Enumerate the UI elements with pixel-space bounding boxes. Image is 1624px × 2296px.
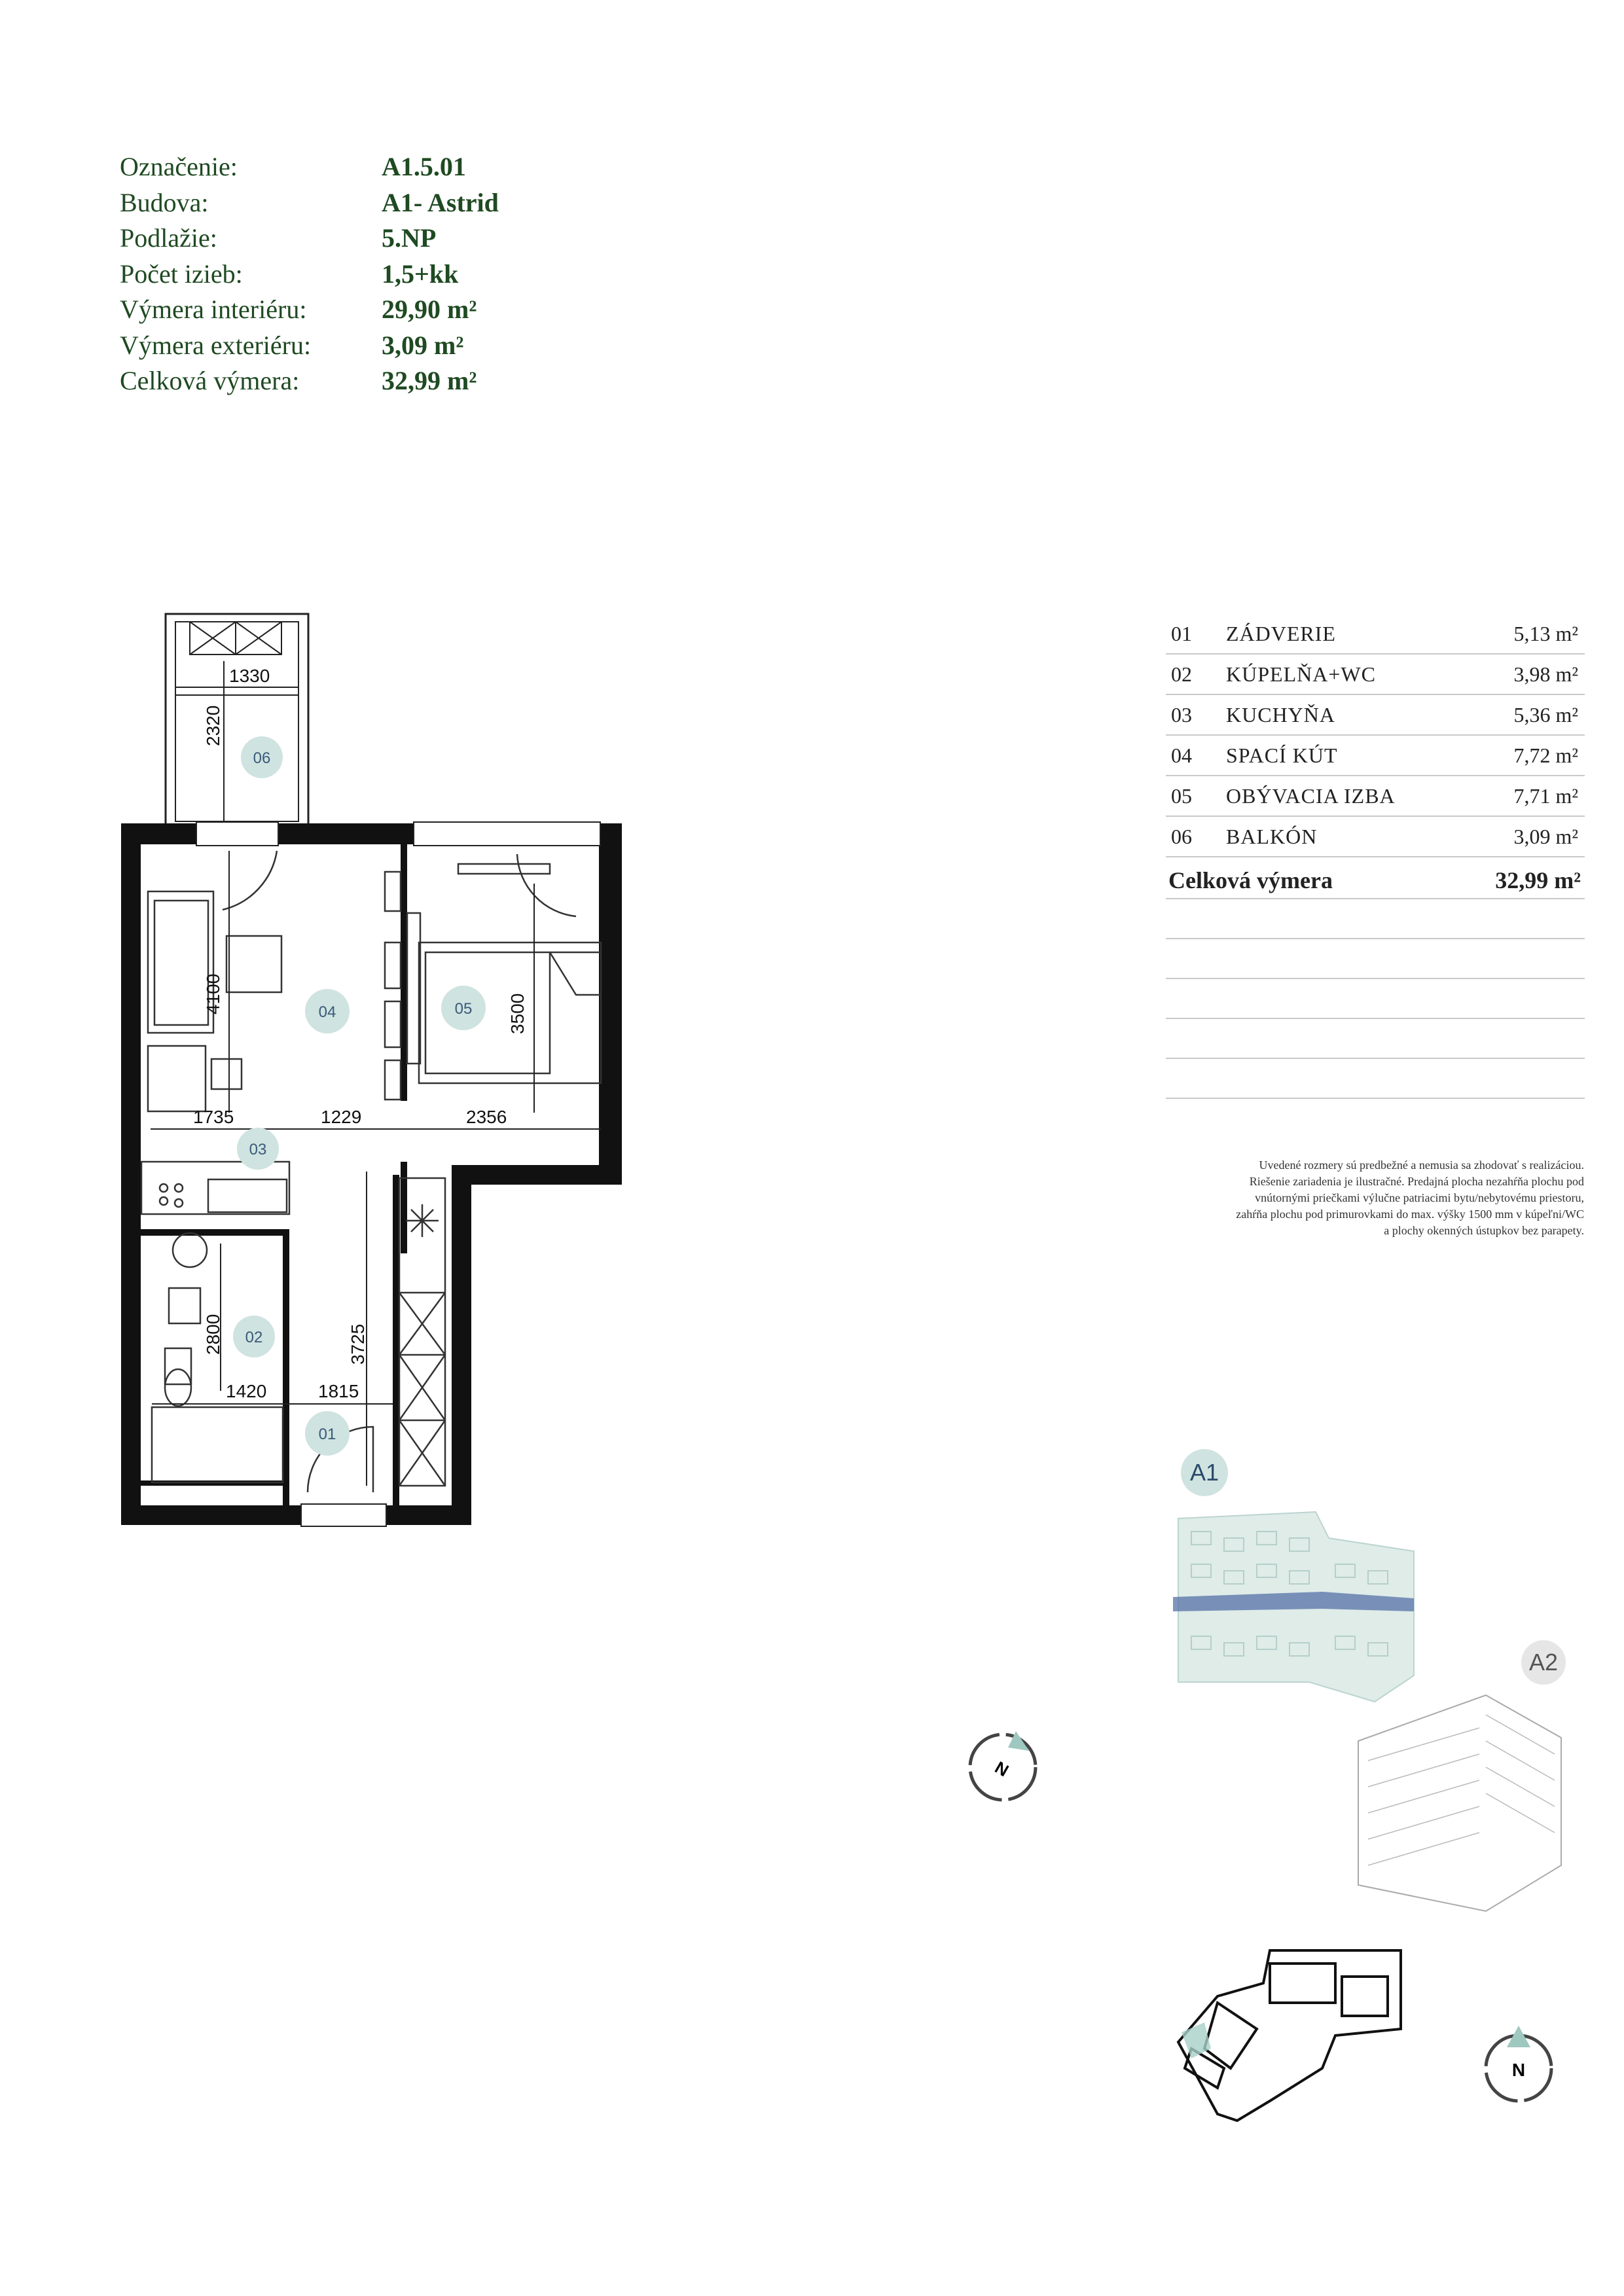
room-marker: 02 (245, 1329, 263, 1346)
room-name: BALKÓN (1226, 825, 1318, 848)
info-value: 3,09 m² (382, 330, 464, 360)
dimension-lines (151, 661, 601, 1486)
dimension-label: 1815 (318, 1381, 359, 1401)
room-number: 06 (1171, 825, 1192, 848)
room-row: 02 KÚPELŇA+WC 3,98 m² (1166, 655, 1585, 695)
disclaimer-line: Riešenie zariadenia je ilustračné. Preda… (1249, 1175, 1584, 1188)
compass-north-label: N (1512, 2060, 1525, 2080)
dimension-label: 1330 (229, 666, 270, 686)
building-a2 (1358, 1694, 1562, 1912)
disclaimer-line: vnútornými priečkami výlučne patriacimi … (1255, 1191, 1584, 1204)
compass-rotated: N (968, 1731, 1038, 1802)
building-a2-label: A2 (1529, 1649, 1558, 1676)
info-label: Celková výmera: (120, 366, 300, 395)
dimension-label: 3500 (507, 994, 528, 1034)
total-row: Celková výmera 32,99 m² (1166, 857, 1585, 899)
balcony (164, 613, 310, 826)
room-area: 7,71 m² (1513, 784, 1578, 808)
room-name: ZÁDVERIE (1226, 622, 1336, 645)
room-number: 02 (1171, 662, 1192, 686)
room-markers: 06 04 05 03 02 01 (233, 736, 486, 1456)
room-name: KUCHYŇA (1226, 703, 1335, 726)
room-area: 5,13 m² (1513, 622, 1578, 645)
blank-row (1166, 1059, 1585, 1099)
room-row: 04 SPACÍ KÚT 7,72 m² (1166, 736, 1585, 776)
building-a1-label: A1 (1190, 1459, 1219, 1486)
room-number: 04 (1171, 744, 1192, 767)
room-area: 3,09 m² (1513, 825, 1578, 848)
info-value: 29,90 m² (382, 295, 477, 324)
room-name: OBÝVACIA IZBA (1226, 784, 1396, 808)
blank-row (1166, 939, 1585, 979)
room-area: 5,36 m² (1513, 703, 1578, 726)
room-table: 01 ZÁDVERIE 5,13 m² 02 KÚPELŇA+WC 3,98 m… (1166, 614, 1585, 1099)
disclaimer-line: a plochy okenných ústupkov bez parapety. (1384, 1224, 1584, 1237)
blank-row (1166, 1019, 1585, 1059)
info-label: Výmera interiéru: (120, 295, 307, 324)
info-value: A1- Astrid (382, 187, 499, 217)
room-row: 06 BALKÓN 3,09 m² (1166, 817, 1585, 857)
highlighted-floor (1173, 1592, 1414, 1611)
disclaimer: Uvedené rozmery sú predbežné a nemusia s… (1113, 1157, 1584, 1239)
total-label: Celková výmera (1168, 867, 1333, 893)
dimension-label: 1420 (226, 1381, 266, 1401)
info-label: Označenie: (120, 152, 238, 181)
dimension-label: 4100 (203, 974, 223, 1014)
dimension-label: 2320 (203, 706, 223, 746)
info-value: 5.NP (382, 223, 437, 253)
info-value: A1.5.01 (382, 152, 466, 181)
room-marker: 03 (249, 1141, 267, 1158)
dimension-label: 3725 (348, 1324, 368, 1365)
exterior-wall (121, 823, 622, 1525)
dimension-label: 2356 (466, 1107, 507, 1127)
info-label: Podlažie: (120, 223, 217, 253)
room-number: 05 (1171, 784, 1192, 808)
room-name: KÚPELŇA+WC (1226, 662, 1376, 686)
building-illustration: A1 A2 N N (968, 1449, 1566, 2123)
total-area: 32,99 m² (1495, 867, 1581, 893)
info-label: Výmera exteriéru: (120, 330, 312, 360)
floor-plan: 1330 2320 4100 3500 1735 1229 2356 2800 … (121, 613, 622, 1527)
disclaimer-line: zahŕňa plochu pod primurovkami do max. v… (1236, 1208, 1584, 1221)
compass-north: N (1484, 2026, 1553, 2103)
furniture (140, 850, 602, 1493)
room-marker: 05 (455, 1000, 473, 1018)
disclaimer-line: Uvedené rozmery sú predbežné a nemusia s… (1259, 1158, 1584, 1172)
info-value: 32,99 m² (382, 366, 477, 395)
dimension-label: 1229 (321, 1107, 361, 1127)
blank-row (1166, 979, 1585, 1019)
compass-north-label: N (992, 1757, 1012, 1780)
room-area: 7,72 m² (1513, 744, 1578, 767)
info-label: Budova: (120, 187, 209, 217)
room-marker: 04 (319, 1003, 336, 1021)
dimension-label: 2800 (203, 1314, 223, 1355)
room-number: 01 (1171, 622, 1192, 645)
room-number: 03 (1171, 703, 1192, 726)
room-row: 01 ZÁDVERIE 5,13 m² (1166, 614, 1585, 655)
room-marker: 06 (253, 749, 271, 767)
room-row: 03 KUCHYŇA 5,36 m² (1166, 695, 1585, 736)
info-label: Počet izieb: (120, 259, 243, 289)
blank-row (1166, 899, 1585, 939)
site-plan (1176, 1949, 1402, 2123)
info-value: 1,5+kk (382, 259, 459, 289)
room-name: SPACÍ KÚT (1226, 744, 1338, 767)
room-row: 05 OBÝVACIA IZBA 7,71 m² (1166, 776, 1585, 817)
dimension-label: 1735 (193, 1107, 234, 1127)
room-marker: 01 (319, 1426, 336, 1443)
room-area: 3,98 m² (1513, 662, 1578, 686)
